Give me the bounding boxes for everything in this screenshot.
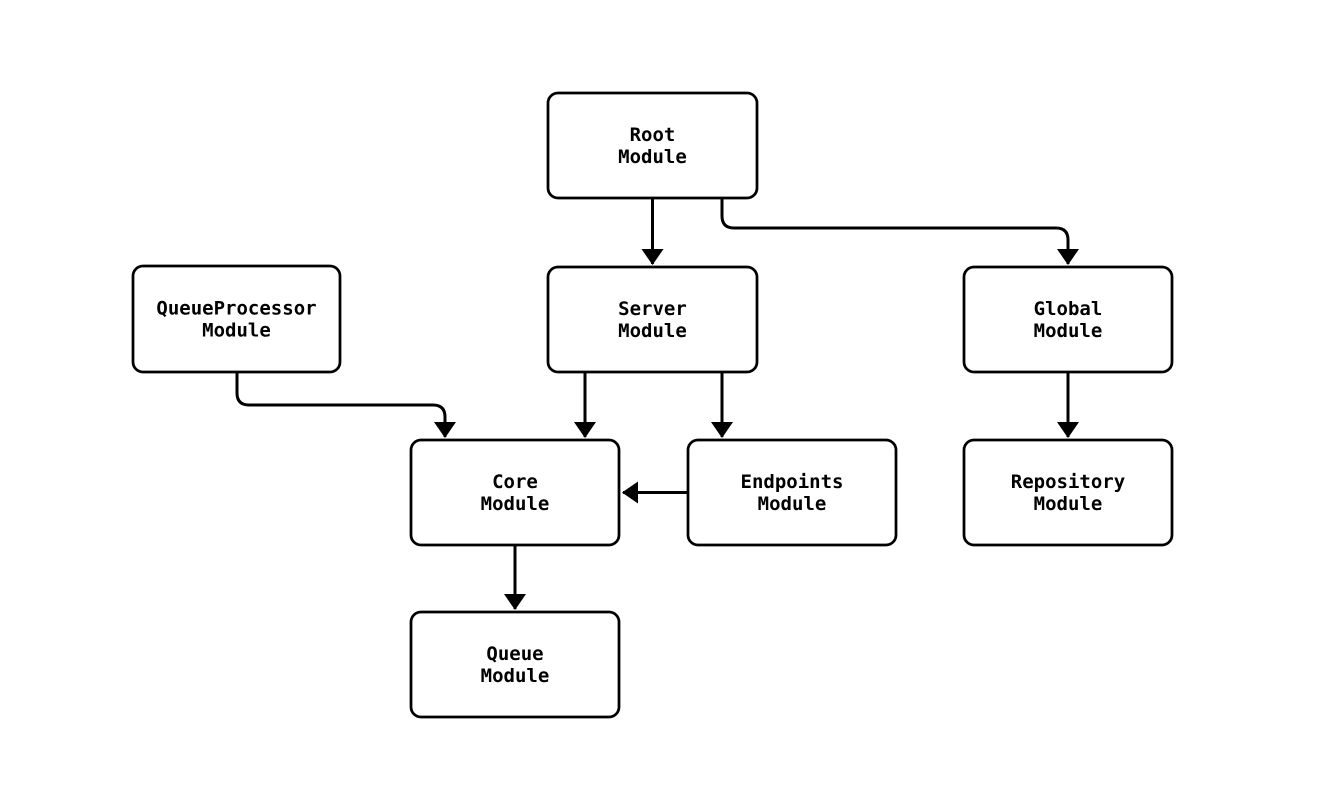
edge-root-global bbox=[720, 198, 1079, 265]
node-box bbox=[546, 91, 759, 200]
node-label-line: Root bbox=[630, 124, 676, 146]
edge-queueProcessor-core bbox=[235, 372, 456, 438]
node-label-line: Module bbox=[758, 493, 827, 515]
node-box bbox=[409, 438, 621, 547]
node-box bbox=[962, 265, 1174, 374]
node-box bbox=[131, 264, 342, 374]
node-label-line: Server bbox=[618, 298, 687, 320]
node-label-line: Repository bbox=[1011, 471, 1125, 493]
node-label-line: Module bbox=[481, 493, 550, 515]
node-label-line: Core bbox=[492, 471, 538, 493]
node-label-line: Module bbox=[618, 146, 687, 168]
node-label-line: Module bbox=[202, 320, 271, 342]
node-label-line: Global bbox=[1034, 298, 1103, 320]
node-label-line: Module bbox=[618, 320, 687, 342]
node-box bbox=[686, 438, 898, 547]
node-label-line: QueueProcessor bbox=[156, 298, 316, 320]
node-box bbox=[546, 265, 759, 374]
node-label-line: Module bbox=[481, 665, 550, 687]
node-label-line: Queue bbox=[486, 643, 543, 665]
node-box bbox=[409, 610, 621, 719]
node-box bbox=[962, 438, 1174, 547]
node-label-line: Endpoints bbox=[741, 471, 844, 493]
node-label-line: Module bbox=[1034, 493, 1103, 515]
node-label-line: Module bbox=[1034, 320, 1103, 342]
edges-layer bbox=[235, 198, 1079, 610]
